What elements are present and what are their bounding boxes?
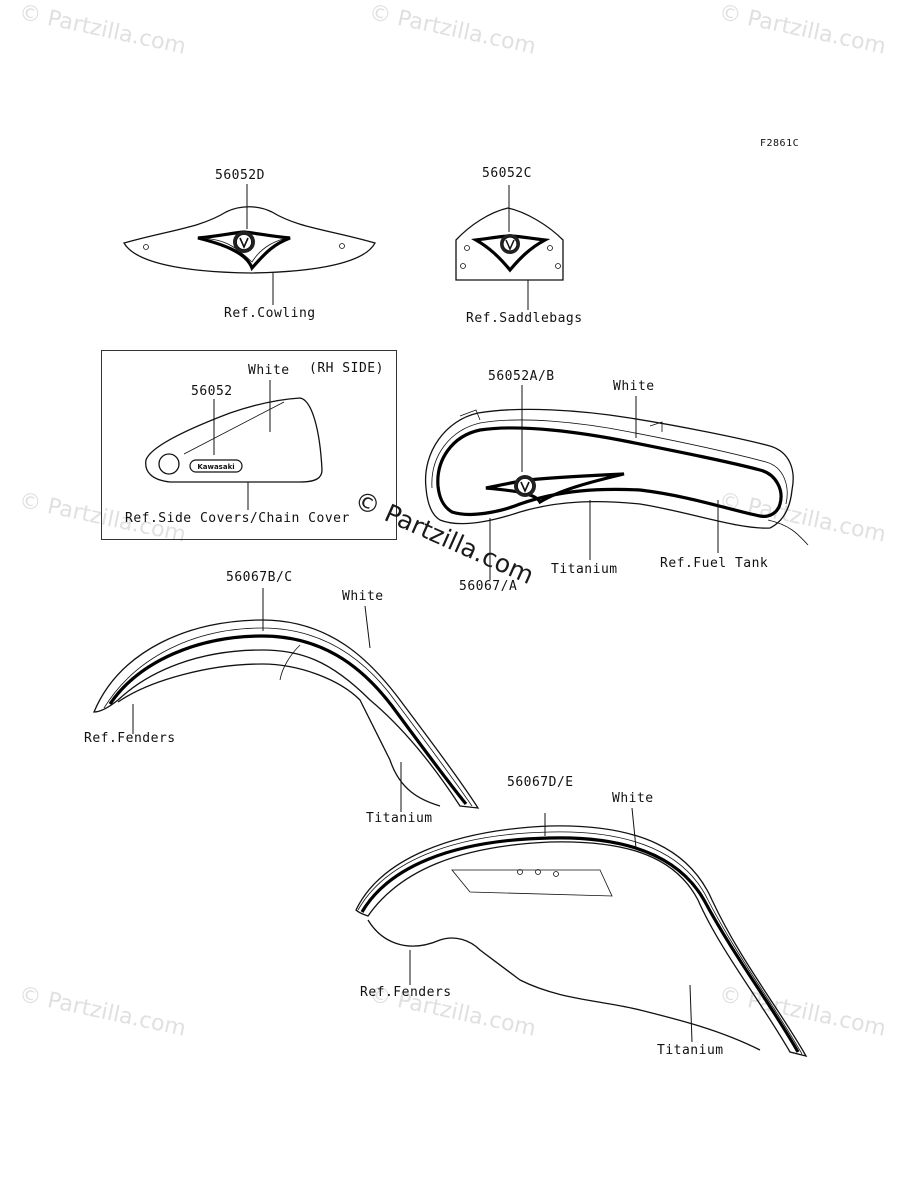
side-cover-inset-box: [101, 350, 397, 540]
part-number-56052[interactable]: 56052: [191, 384, 233, 399]
part-number-56052d[interactable]: 56052D: [215, 168, 265, 183]
side-emblem-text: Kawasaki: [197, 463, 234, 471]
ref-cowling-label: Ref.Cowling: [224, 306, 316, 321]
ref-fenders-label: Ref.Fenders: [360, 985, 452, 1000]
cowling-decal: [123, 184, 376, 305]
saddlebag-decal: [455, 185, 564, 310]
part-number-56052c[interactable]: 56052C: [482, 166, 532, 181]
color-label-titanium: Titanium: [551, 562, 618, 577]
rear-fender-decal: [355, 807, 808, 1057]
side-cover-decal: Kawasaki: [145, 380, 323, 510]
fuel-tank-decal: [424, 385, 809, 580]
rh-side-label: (RH SIDE): [309, 361, 384, 376]
ref-fuel-tank-label: Ref.Fuel Tank: [660, 556, 769, 571]
color-label-titanium: Titanium: [366, 811, 433, 826]
figure-code: F2861C: [760, 138, 800, 149]
color-label-titanium: Titanium: [657, 1043, 724, 1058]
ref-saddlebags-label: Ref.Saddlebags: [466, 311, 583, 326]
color-label-white: White: [248, 363, 290, 378]
color-label-white: White: [612, 791, 654, 806]
color-label-white: White: [613, 379, 655, 394]
part-number-56067a[interactable]: 56067/A: [459, 579, 518, 594]
ref-side-covers-label: Ref.Side Covers/Chain Cover: [125, 511, 350, 526]
part-number-56067bc[interactable]: 56067B/C: [226, 570, 293, 585]
front-fender-decal: [93, 588, 480, 812]
part-number-56052ab[interactable]: 56052A/B: [488, 369, 555, 384]
color-label-white: White: [342, 589, 384, 604]
part-number-56067de[interactable]: 56067D/E: [507, 775, 574, 790]
ref-fenders-label: Ref.Fenders: [84, 731, 176, 746]
